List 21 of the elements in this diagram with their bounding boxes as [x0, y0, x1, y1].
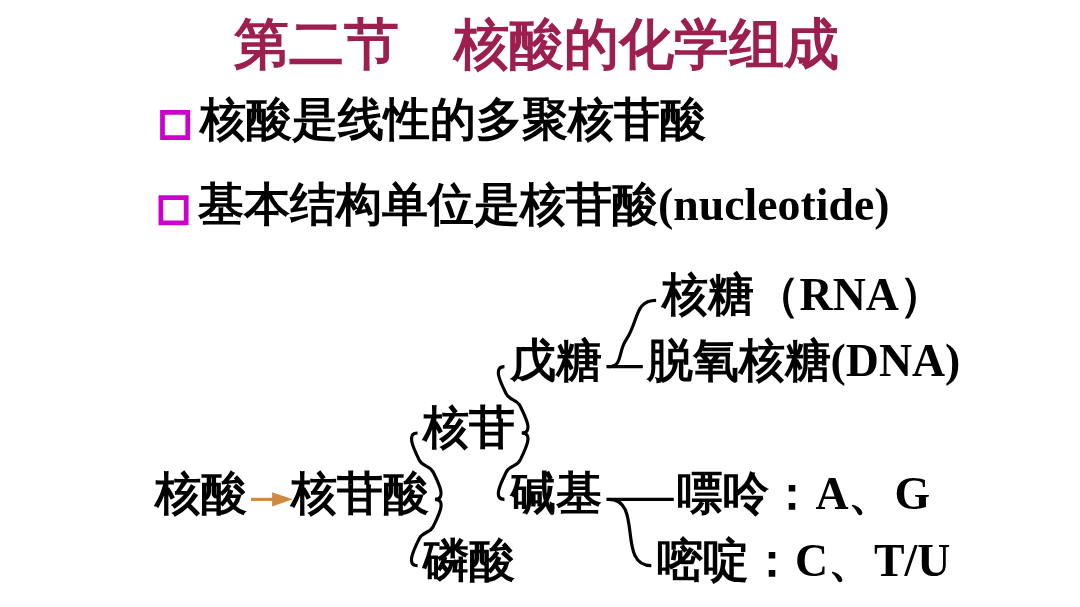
node-text: 核苷酸 — [290, 468, 429, 520]
node-text: 脱氧核糖(DNA) — [646, 335, 960, 387]
node-text: 戊糖 — [509, 335, 602, 387]
connector — [409, 497, 443, 568]
connector — [605, 365, 643, 369]
connector — [409, 431, 443, 501]
connector — [496, 431, 529, 501]
arrow — [250, 492, 293, 507]
connector — [605, 497, 674, 501]
node-text: 核糖（RNA） — [661, 269, 945, 321]
node-text: 嘧啶：C、T/U — [656, 534, 950, 586]
node-text: 嘌呤：A、G — [676, 468, 930, 520]
diagram-title: 第二节 核酸的化学组成 — [233, 14, 839, 76]
label: 核酸是线性的多聚核苷酸 — [199, 93, 706, 145]
node-text: 碱基 — [509, 468, 602, 520]
connector — [496, 365, 529, 435]
label: 基本结构单位是核苷酸(nucleotide) — [197, 179, 890, 231]
node-text: 核苷 — [422, 401, 515, 453]
node-text: 核酸 — [154, 468, 247, 520]
node-text: 磷酸 — [422, 534, 515, 586]
connector — [607, 497, 652, 568]
